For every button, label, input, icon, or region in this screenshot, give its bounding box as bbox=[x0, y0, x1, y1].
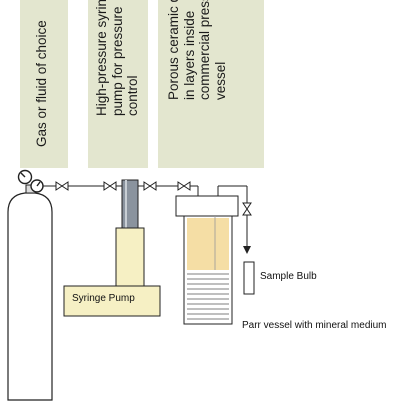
gas-cylinder bbox=[7, 184, 53, 401]
ceramic-disk-layers bbox=[187, 273, 229, 320]
pump-label-box: High-pressure syringe pump for pressure … bbox=[88, 0, 148, 168]
valve-icon bbox=[55, 181, 252, 216]
pressure-regulator-icon bbox=[17, 169, 44, 193]
disks-label-box: Porous ceramic disks in layers inside co… bbox=[158, 0, 264, 168]
sample-bulb bbox=[243, 261, 255, 295]
syringe-pump-label: Syringe Pump bbox=[72, 293, 135, 304]
gas-label-box: Gas or fluid of choice bbox=[20, 0, 68, 168]
sample-bulb-label: Sample Bulb bbox=[260, 271, 317, 282]
parr-vessel-label: Parr vessel with mineral medium bbox=[242, 320, 387, 331]
syringe-pump bbox=[63, 179, 161, 317]
parr-vessel bbox=[175, 195, 239, 325]
